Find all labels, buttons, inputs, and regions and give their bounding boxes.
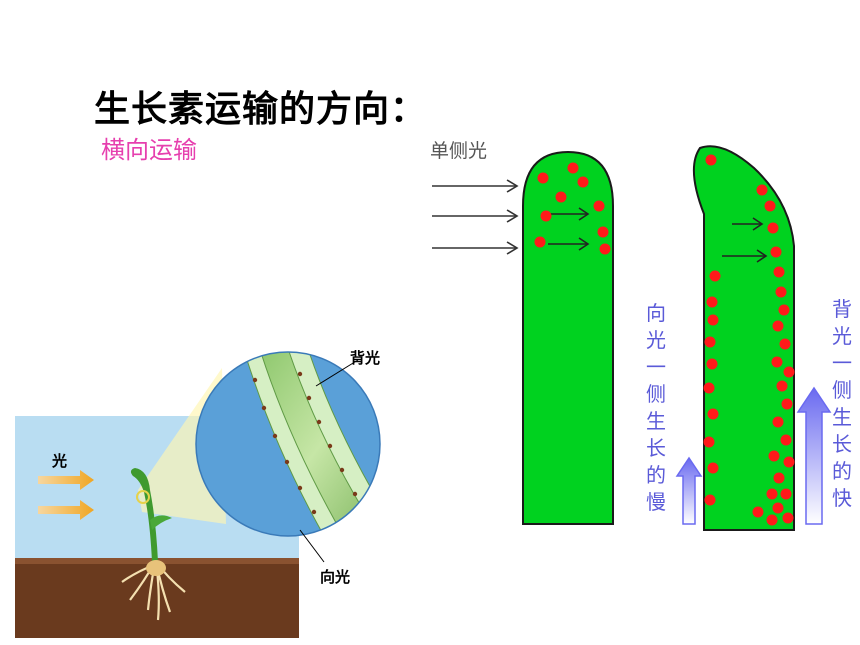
shaded-side-leader <box>315 359 359 387</box>
transport-arrows-after <box>722 217 768 263</box>
fast-growth-arrow <box>796 386 832 525</box>
auxin-dots-before <box>534 162 611 255</box>
shaded-side-caption: 背光一侧生长的快 <box>832 297 852 510</box>
shaded-side-label: 背光 <box>350 349 380 367</box>
page-subtitle: 横向运输 <box>101 136 197 164</box>
zoom-marker <box>136 490 150 504</box>
seedling-stem <box>130 468 158 562</box>
page-title: 生长素运输的方向： <box>94 89 428 130</box>
coleoptile-after <box>692 145 795 531</box>
seedling-figure: 光 <box>15 349 381 638</box>
transport-arrows-before <box>548 207 590 251</box>
auxin-dots-after <box>703 154 795 526</box>
lit-side-leader <box>299 529 325 563</box>
lit-side-caption: 向光一侧生长的慢 <box>646 301 666 514</box>
light-label: 光 <box>51 452 67 470</box>
coleoptile-figure: 单侧光 <box>430 140 832 531</box>
light-arrows-left <box>38 470 94 520</box>
unilateral-light-label: 单侧光 <box>430 140 487 162</box>
slow-growth-arrow <box>675 456 703 525</box>
coleoptile-before <box>522 150 614 525</box>
lit-side-label: 向光 <box>320 568 350 586</box>
light-arrows-right <box>432 179 519 255</box>
